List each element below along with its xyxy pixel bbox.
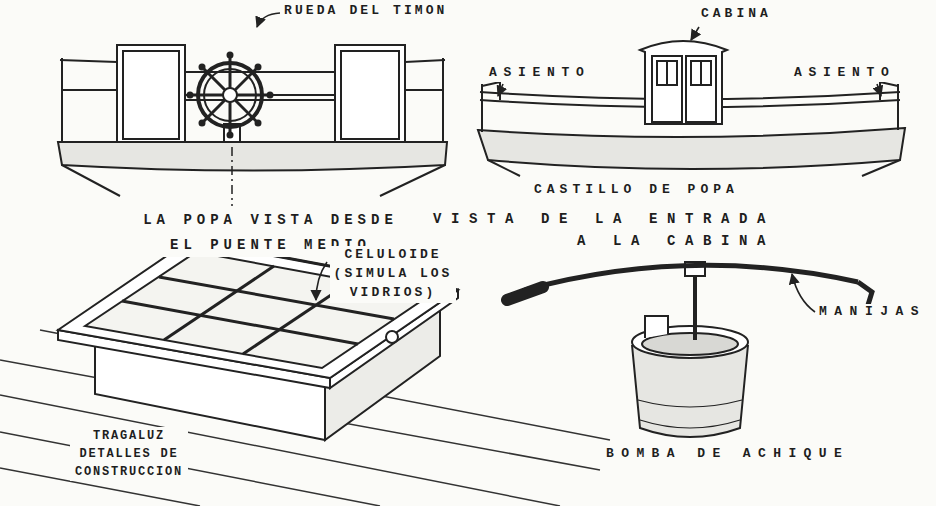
- label-box: RUEDA DEL TIMON: [283, 3, 449, 20]
- part-label: TRAGALUZ DETALLES DE CONSTRUCCION: [70, 427, 188, 481]
- steering-wheel: [187, 52, 274, 139]
- bilge-pump: [640, 420, 740, 428]
- skylight: [386, 331, 398, 343]
- steering-wheel: [255, 120, 262, 127]
- label-box: ASIENTO: [488, 65, 592, 82]
- bilge-pump: [525, 265, 858, 290]
- steering-wheel: [255, 64, 262, 71]
- leader-line: [691, 27, 699, 40]
- stern-view: [123, 51, 179, 139]
- stern-view: [62, 165, 445, 196]
- steering-wheel: [202, 67, 258, 123]
- cabin-entrance-view: [478, 128, 905, 169]
- leader-line: [257, 13, 280, 27]
- stern-view: [117, 45, 185, 145]
- skylight: [58, 240, 458, 378]
- cabin-entrance-view: [488, 160, 900, 176]
- bilge-pump: [693, 270, 697, 340]
- cabin-entrance-view: [880, 82, 898, 100]
- cabin-entrance-view: [640, 41, 727, 124]
- stern-view: [405, 60, 445, 62]
- label-box: BOMBA DE ACHIQUE: [605, 446, 850, 463]
- label-box: ASIENTO: [793, 65, 897, 82]
- leader-line: [498, 84, 503, 96]
- steering-wheel: [198, 63, 262, 127]
- steering-wheel: [267, 92, 274, 99]
- part-label: ASIENTO: [488, 65, 592, 82]
- bilge-pump: [645, 316, 668, 338]
- cabin-entrance-view: [686, 56, 716, 122]
- bilge-pump: [858, 282, 872, 305]
- cabin-entrance-view: [897, 84, 899, 130]
- stern-view: [62, 89, 117, 91]
- cabin-entrance-view: [482, 82, 500, 100]
- cabin-entrance-view: [481, 84, 483, 132]
- stern-view: [335, 45, 405, 145]
- stern-view: [442, 58, 444, 145]
- stern-view: [58, 142, 447, 171]
- label-box: CELULOIDE (SIMULA LOS VIDRIOS): [330, 246, 456, 303]
- cabin-entrance-view: [666, 61, 668, 85]
- leader-line: [316, 262, 327, 300]
- steering-wheel: [187, 52, 274, 143]
- leader-line: [877, 84, 881, 96]
- stern-view: [341, 51, 399, 139]
- part-label: VISTA DE LA ENTRADA A LA CABINA: [424, 208, 776, 253]
- deck-planks: [0, 432, 380, 506]
- steering-wheel: [204, 69, 256, 121]
- label-box: VISTA DE LA ENTRADA A LA CABINA: [424, 208, 776, 253]
- steering-wheel: [227, 52, 234, 59]
- cabin-entrance-view: [657, 61, 677, 85]
- steering-wheel: [223, 88, 237, 102]
- leader-line: [792, 274, 815, 312]
- part-label: RUEDA DEL TIMON: [283, 3, 449, 20]
- skylight: [164, 266, 274, 340]
- steering-wheel: [190, 55, 270, 135]
- label-box: TRAGALUZ DETALLES DE CONSTRUCCION: [70, 427, 188, 481]
- part-label: CABINA: [700, 6, 773, 23]
- stern-view: [61, 58, 63, 145]
- part-label: CASTILLO DE POPA: [533, 182, 740, 199]
- steering-wheel: [202, 67, 258, 123]
- part-label: CELULOIDE (SIMULA LOS VIDRIOS): [330, 246, 456, 303]
- steering-wheel: [199, 64, 206, 71]
- bilge-pump: [507, 262, 872, 437]
- cabin-entrance-view: [652, 56, 682, 122]
- skylight: [58, 240, 458, 440]
- bilge-pump: [642, 333, 738, 355]
- cabin-entrance-view: [478, 41, 905, 176]
- stern-view: [58, 45, 447, 206]
- part-label: ASIENTO: [793, 65, 897, 82]
- part-label: MANIJAS: [818, 304, 927, 321]
- steering-wheel: [199, 120, 206, 127]
- part-label: BOMBA DE ACHIQUE: [605, 446, 850, 463]
- label-box: CASTILLO DE POPA: [533, 182, 740, 199]
- steering-wheel: [187, 92, 194, 99]
- cabin-entrance-view: [691, 61, 711, 85]
- steering-wheel: [227, 132, 234, 139]
- bilge-pump: [507, 287, 543, 300]
- label-box: CABINA: [700, 6, 773, 23]
- bilge-pump: [638, 400, 742, 407]
- label-box: MANIJAS: [818, 304, 927, 321]
- cabin-entrance-view: [700, 61, 702, 85]
- stern-view: [405, 89, 443, 91]
- stern-view: [60, 60, 117, 62]
